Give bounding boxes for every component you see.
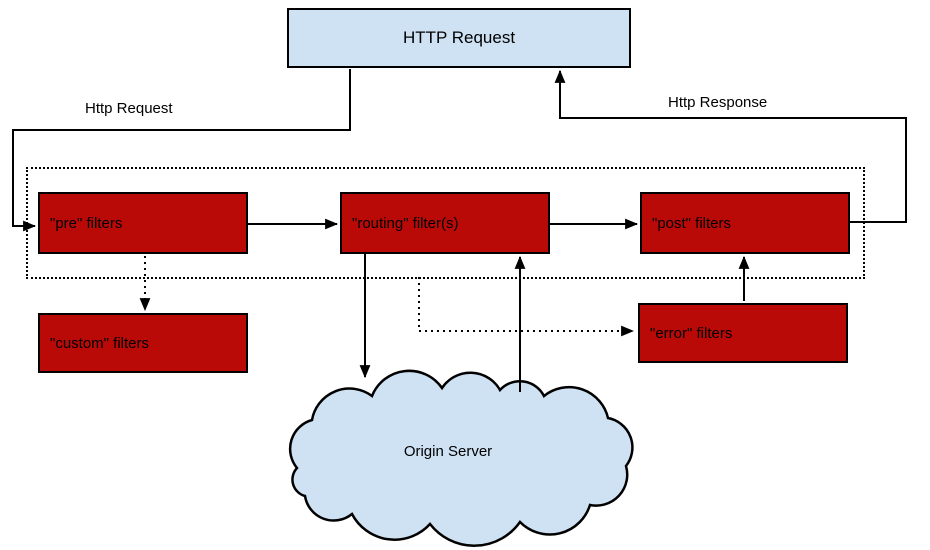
origin-server-label: Origin Server: [403, 443, 493, 460]
custom-filters-label: "custom" filters: [50, 334, 150, 352]
arrow-request-to-pre: [12, 69, 351, 232]
arrow-boundary-to-error-dotted: [418, 277, 635, 337]
post-filters-label: "post" filters: [652, 214, 732, 232]
origin-server-cloud: [288, 369, 634, 547]
pre-filters-box: "pre" filters: [38, 192, 248, 254]
routing-filters-box: "routing" filter(s): [340, 192, 550, 254]
arrow-post-to-response: [554, 69, 907, 223]
http-response-edge-label: Http Response: [668, 94, 768, 111]
post-filters-box: "post" filters: [640, 192, 850, 254]
http-request-edge-label: Http Request: [85, 100, 173, 117]
error-filters-label: "error" filters: [650, 324, 733, 342]
error-filters-box: "error" filters: [638, 303, 848, 363]
pre-filters-label: "pre" filters: [50, 214, 123, 232]
http-request-box: HTTP Request: [287, 8, 631, 68]
http-request-box-label: HTTP Request: [402, 28, 516, 47]
custom-filters-box: "custom" filters: [38, 313, 248, 373]
routing-filters-label: "routing" filter(s): [352, 214, 459, 232]
